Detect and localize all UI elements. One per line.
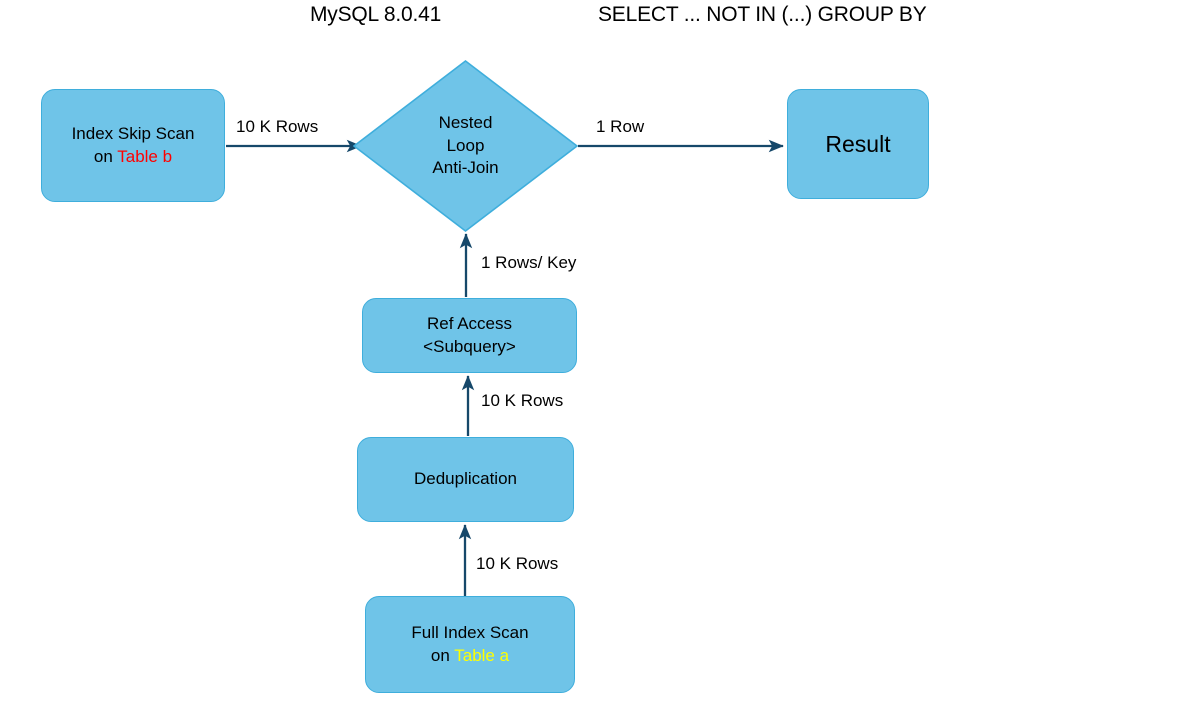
diamond-shape: [353, 60, 578, 232]
header-query-pattern: SELECT ... NOT IN (...) GROUP BY: [598, 3, 927, 26]
node-index-skip-scan[interactable]: Index Skip Scan on Table b: [41, 89, 225, 202]
node-result-label: Result: [825, 130, 891, 157]
node-deduplication-label: Deduplication: [413, 469, 517, 489]
node-full-index-scan-line2: on Table a: [431, 645, 509, 667]
node-full-index-scan-table: Table a: [454, 645, 510, 665]
node-index-skip-scan-table: Table b: [117, 146, 173, 166]
edge-label-deduplication-rows: 10 K Rows: [481, 391, 564, 410]
edge-label-full-index-scan-rows: 10 K Rows: [476, 554, 559, 573]
node-deduplication[interactable]: Deduplication: [357, 437, 574, 522]
edge-label-ref-access-rows: 1 Rows/ Key: [481, 253, 577, 272]
node-index-skip-scan-line2: on Table b: [94, 146, 172, 168]
node-result[interactable]: Result: [787, 89, 929, 199]
node-index-skip-scan-line1: Index Skip Scan: [71, 124, 195, 144]
node-nested-loop-anti-join[interactable]: Nested Loop Anti-Join: [353, 60, 578, 232]
node-full-index-scan[interactable]: Full Index Scan on Table a: [365, 596, 575, 693]
node-ref-access-line1: Ref Access: [426, 314, 513, 334]
edge-label-result-rows: 1 Row: [596, 117, 645, 136]
node-ref-access[interactable]: Ref Access <Subquery>: [362, 298, 577, 373]
edge-label-index-skip-scan-rows: 10 K Rows: [236, 117, 319, 136]
node-full-index-scan-line1: Full Index Scan: [411, 623, 529, 643]
header-mysql-version: MySQL 8.0.41: [310, 3, 442, 26]
node-ref-access-line2: <Subquery>: [423, 336, 516, 356]
node-full-index-scan-prefix: on: [430, 645, 455, 665]
node-index-skip-scan-prefix: on: [93, 146, 118, 166]
